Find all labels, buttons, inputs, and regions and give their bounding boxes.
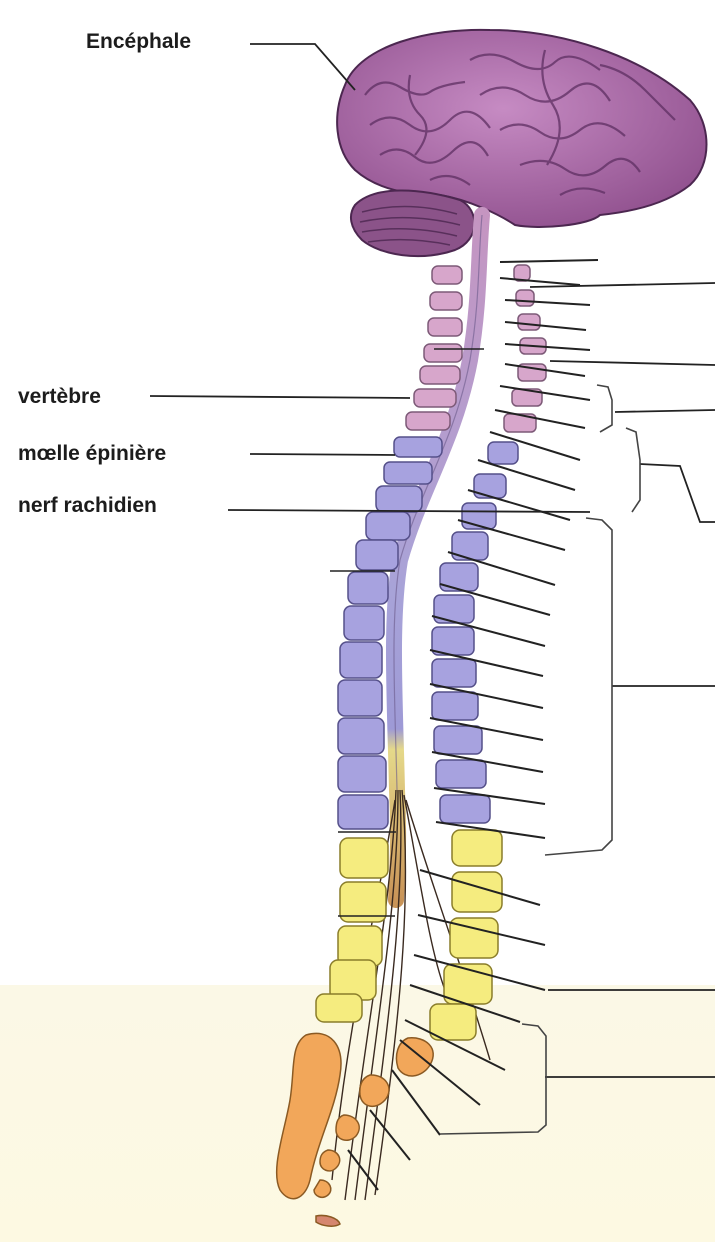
- label-nerf-rachidien: nerf rachidien: [18, 494, 157, 518]
- label-encephale: Encéphale: [86, 30, 191, 54]
- label-vertebre: vertèbre: [18, 385, 101, 409]
- brain: [337, 30, 706, 256]
- spinal-nerves: [348, 260, 598, 1190]
- spinal-cord-leader: [250, 454, 395, 455]
- vertebra-leader: [150, 396, 410, 398]
- label-moelle-epiniere: mœlle épinière: [18, 442, 166, 466]
- brain-leader: [250, 44, 355, 90]
- lumbar-vertebrae: [316, 830, 502, 1040]
